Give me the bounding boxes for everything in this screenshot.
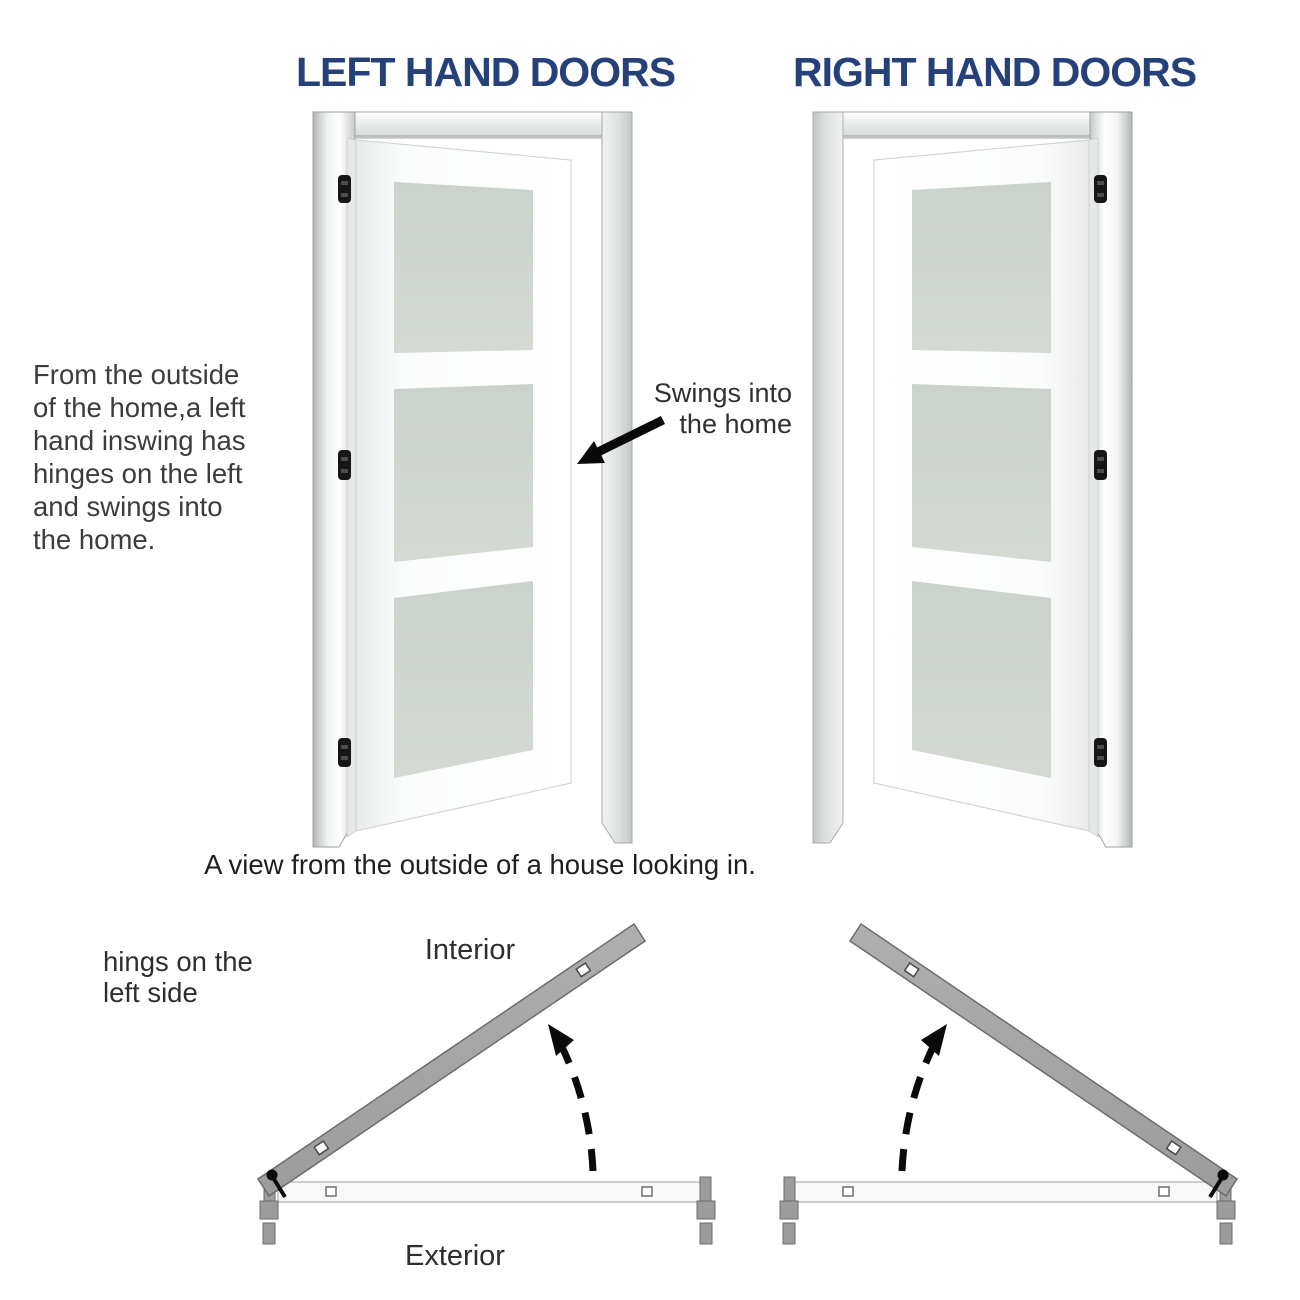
pivot-point (266, 1169, 278, 1181)
hinge-knuckle (341, 193, 348, 197)
door-edge (346, 137, 357, 838)
jamb-bracket-right (696, 1176, 716, 1245)
open-door-slab (256, 922, 647, 1198)
note-line: the home. (33, 524, 156, 555)
note-line: hinges on the left (33, 458, 243, 489)
hinge-side-note: hings on the left side (103, 946, 253, 1008)
hinge-mark (641, 1186, 653, 1197)
glass-panel-top (394, 182, 533, 353)
exterior-label: Exterior (405, 1240, 505, 1272)
glass-panel-middle (394, 384, 533, 562)
note-line: hand inswing has (33, 425, 246, 456)
glass-panel-bottom (394, 581, 533, 778)
swing-arc (552, 1033, 597, 1172)
door-frame-head (312, 111, 633, 139)
swing-diagram-left (256, 922, 716, 1245)
view-caption: A view from the outside of a house looki… (204, 849, 756, 880)
hinge-knuckle (341, 469, 348, 473)
swing-arc-arrowhead (548, 1024, 574, 1056)
swing-arrow (577, 415, 665, 464)
hinge-knuckle (341, 745, 348, 749)
slab-hinge-cutout (575, 962, 592, 978)
door-illustration-right (812, 111, 1133, 848)
hinge-mark (325, 1186, 337, 1197)
hinge-knuckle (341, 756, 348, 760)
hinge-icon (338, 738, 351, 767)
swing-annotation-line: Swings into (653, 378, 792, 408)
door-illustration-left (312, 111, 633, 848)
left-hand-explanation: From the outside of the home,a left hand… (33, 358, 246, 556)
left-doors-title: LEFT HAND DOORS (296, 49, 676, 95)
swing-arrow-head (577, 441, 605, 464)
door-hinges (338, 175, 351, 767)
swing-annotation-line: the home (679, 409, 792, 439)
swing-arrow-shaft (596, 415, 665, 457)
swing-diagram-right (780, 924, 1237, 1244)
note-line: of the home,a left (33, 392, 246, 423)
hinge-note-line: hings on the (103, 946, 253, 977)
hinge-icon (338, 175, 351, 203)
hinge-icon (338, 450, 351, 480)
note-line: From the outside (33, 359, 240, 390)
swing-annotation: Swings into the home (634, 378, 792, 440)
right-doors-title: RIGHT HAND DOORS (793, 49, 1197, 95)
door-frame-latch-jamb (601, 111, 633, 844)
note-line: and swings into (33, 491, 223, 522)
hinge-note-line: left side (103, 977, 198, 1008)
hinge-knuckle (341, 181, 348, 185)
interior-label: Interior (424, 934, 516, 966)
hinge-knuckle (341, 457, 348, 461)
slab-hinge-cutout (313, 1140, 330, 1156)
